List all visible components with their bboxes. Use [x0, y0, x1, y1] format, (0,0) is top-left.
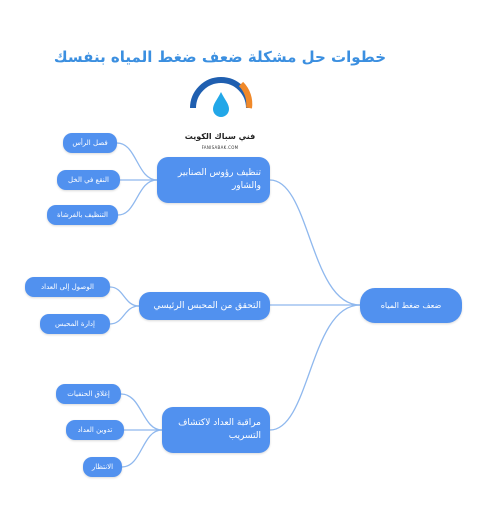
- connector-branch-3-leaf-1: [120, 393, 163, 431]
- leaf-node-label: النقع في الخل: [68, 176, 109, 184]
- logo-domain: FANISABAK.COM: [201, 145, 239, 150]
- branch-node-main-valve[interactable]: التحقق من المحبس الرئيسي: [139, 292, 270, 320]
- leaf-node-label: الانتظار: [91, 463, 114, 471]
- water-drop-icon: [213, 92, 229, 117]
- branch-node-label: مراقبة العداد لاكتشاف التسريب: [178, 418, 261, 441]
- connector-branch-1-leaf-1: [116, 142, 158, 181]
- logo-accent-icon: [238, 81, 253, 109]
- leaf-node-record-meter[interactable]: تدوين العداد: [66, 420, 124, 440]
- root-node-label: ضعف ضغط المياه: [380, 301, 442, 310]
- leaf-node-close-taps[interactable]: إغلاق الحنفيات: [56, 384, 121, 404]
- branch-node-meter-leak[interactable]: مراقبة العداد لاكتشاف التسريب: [162, 407, 270, 453]
- logo: [190, 77, 253, 117]
- page-title: خطوات حل مشكلة ضعف ضغط المياه بنفسك: [53, 48, 387, 66]
- logo-brand-name: فني سباك الكويت: [184, 132, 256, 141]
- connector-root-branch-3: [269, 304, 361, 431]
- connector-branch-2-leaf-1: [109, 286, 140, 307]
- leaf-node-label: إدارة المحبس: [55, 320, 95, 328]
- leaf-node-soak-vinegar[interactable]: النقع في الخل: [57, 170, 120, 190]
- branch-node-label: التحقق من المحبس الرئيسي: [153, 300, 262, 311]
- leaf-node-brush-clean[interactable]: التنظيف بالفرشاة: [47, 205, 118, 225]
- leaf-node-label: فصل الرأس: [72, 139, 108, 147]
- leaf-node-label: تدوين العداد: [77, 426, 113, 434]
- connector-branch-3-leaf-3: [121, 429, 163, 468]
- leaf-node-wait[interactable]: الانتظار: [83, 457, 122, 477]
- leaf-node-label: الوصول إلى العداد: [41, 283, 94, 291]
- connector-branch-1-leaf-3: [117, 179, 158, 216]
- leaf-node-turn-valve[interactable]: إدارة المحبس: [40, 314, 110, 334]
- connector-root-branch-1: [269, 179, 361, 306]
- leaf-node-reach-meter[interactable]: الوصول إلى العداد: [25, 277, 110, 297]
- branch-node-clean-heads[interactable]: تنظيف رؤوس الصنابير والشاور: [157, 157, 270, 203]
- branch-node-label: تنظيف رؤوس الصنابير والشاور: [177, 168, 261, 191]
- leaf-node-label: إغلاق الحنفيات: [67, 390, 110, 398]
- leaf-node-label: التنظيف بالفرشاة: [57, 211, 108, 219]
- leaf-node-detach-head[interactable]: فصل الرأس: [63, 133, 117, 153]
- root-node[interactable]: ضعف ضغط المياه: [360, 288, 462, 323]
- connector-branch-2-leaf-2: [109, 305, 140, 325]
